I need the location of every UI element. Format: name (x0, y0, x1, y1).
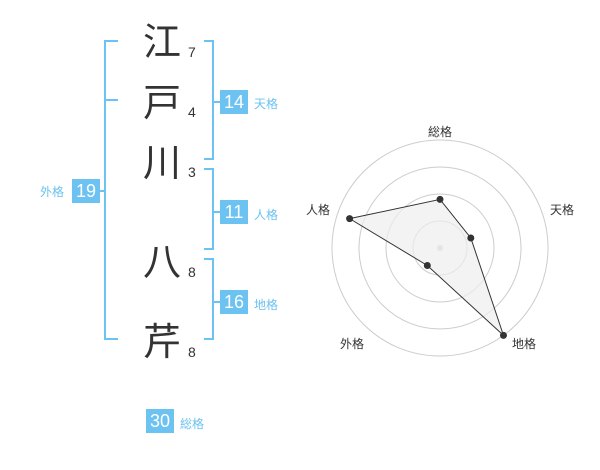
tenkaku-connector (214, 101, 220, 103)
stroke-count-3: 3 (188, 164, 196, 180)
stroke-count-1: 7 (188, 44, 196, 60)
gaikaku-score: 19 (72, 179, 100, 203)
name-char-3: 川 (142, 141, 181, 185)
soukaku-score: 30 (146, 409, 174, 433)
jinkaku-bracket (204, 168, 214, 250)
radar-series-polygon (348, 198, 504, 336)
jinkaku-label: 人格 (254, 208, 279, 222)
radar-point-4 (346, 215, 354, 223)
name-char-4: 八 (142, 240, 181, 284)
jinkaku-score: 11 (220, 200, 248, 224)
tenkaku-bracket (204, 40, 214, 160)
tenkaku-label: 天格 (254, 97, 279, 111)
gaikaku-label: 外格 (40, 185, 65, 199)
radar-point-1 (467, 234, 475, 242)
radar-point-3 (423, 261, 431, 269)
radar-ring (358, 166, 522, 330)
chikaku-label: 地格 (254, 298, 279, 312)
gaikaku-bracket-tick (104, 99, 118, 101)
radar-point-2 (499, 331, 507, 339)
soukaku-label: 総格 (180, 417, 205, 431)
gaikaku-bracket (104, 40, 118, 340)
stroke-count-5: 8 (188, 344, 196, 360)
radar-axis-label-chikaku: 地格 (512, 337, 537, 351)
stroke-count-2: 4 (188, 104, 196, 120)
radar-axis-label-soukaku: 総格 (428, 125, 453, 139)
name-char-5: 芹 (142, 320, 181, 364)
stroke-count-4: 8 (188, 264, 196, 280)
radar-point-0 (436, 195, 444, 203)
name-char-1: 江 (142, 20, 181, 64)
radar-ring (331, 139, 549, 357)
radar-axis-label-jinkaku: 人格 (306, 203, 331, 217)
tenkaku-score: 14 (220, 90, 248, 114)
chikaku-connector (214, 301, 220, 303)
radar-axis-label-gaikaku: 外格 (340, 337, 365, 351)
radar-ring (385, 193, 495, 303)
chikaku-bracket (204, 258, 214, 340)
chikaku-score: 16 (220, 290, 248, 314)
name-char-2: 戸 (142, 81, 181, 125)
radar-axis-label-tenkaku: 天格 (550, 203, 575, 217)
jinkaku-connector (214, 211, 220, 213)
